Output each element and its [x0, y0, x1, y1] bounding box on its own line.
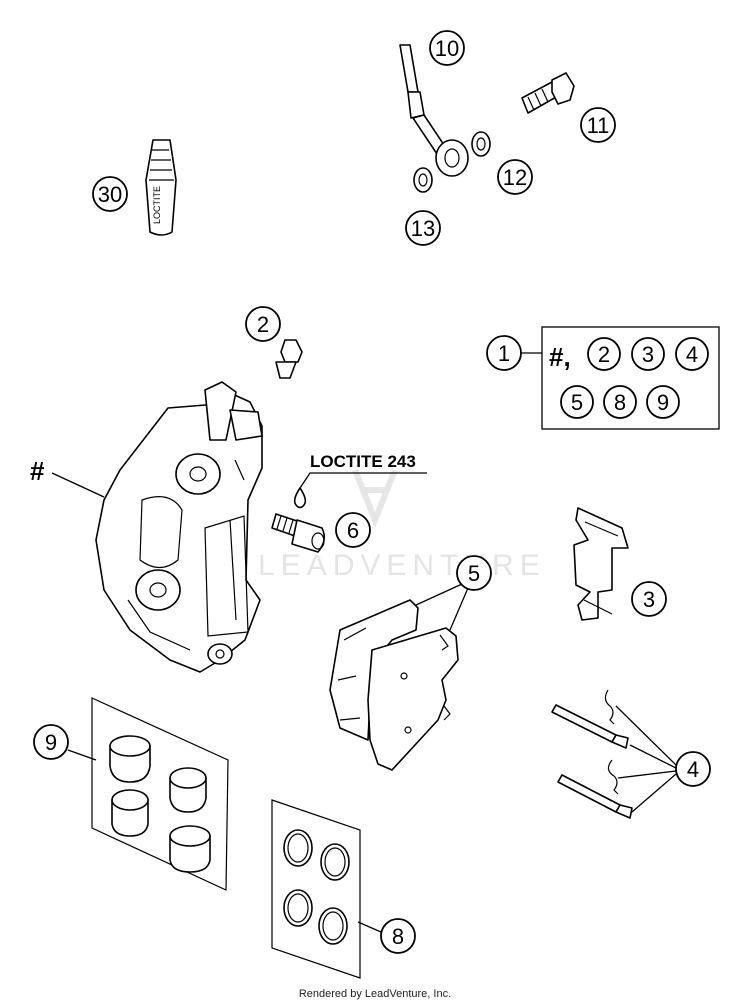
callout-13[interactable]: 13 [405, 210, 441, 246]
brake-line-assembly [399, 44, 469, 177]
callout-8[interactable]: 8 [357, 918, 416, 954]
piston [169, 767, 207, 813]
svg-text:2: 2 [598, 342, 610, 367]
svg-text:10: 10 [435, 36, 459, 61]
brake-pads [329, 599, 459, 771]
svg-text:5: 5 [571, 390, 583, 415]
washer-lower [413, 167, 433, 193]
svg-text:5: 5 [468, 561, 480, 586]
callout-2[interactable]: 2 [245, 306, 281, 342]
svg-text:9: 9 [45, 730, 57, 755]
pad-spring [573, 507, 629, 621]
piston [109, 735, 151, 783]
banjo-bolt [521, 72, 575, 114]
piston [169, 825, 211, 873]
kit-item-8: 8 [603, 385, 637, 419]
svg-text:3: 3 [642, 342, 654, 367]
svg-text:11: 11 [587, 113, 610, 138]
loctite-tube-label: LOCTITE [152, 186, 162, 224]
pad-pin-lower [557, 759, 633, 819]
callout-5[interactable]: 5 [415, 555, 492, 631]
kit-item-2: 2 [587, 337, 621, 371]
kit-item-9: 9 [646, 385, 680, 419]
caliper-hash-label: # [30, 456, 105, 498]
socket-head-screw [271, 513, 326, 553]
washer-upper [471, 131, 491, 157]
callout-12[interactable]: 12 [497, 159, 533, 195]
callout-9[interactable]: 9 [33, 724, 97, 761]
seal-ring [320, 843, 350, 881]
watermark: LEADVENTURE [258, 468, 546, 582]
loctite-243-note: LOCTITE 243 [293, 452, 427, 509]
repair-kit-box: #, 2 3 4 5 8 9 [521, 326, 720, 430]
pad-pin-upper [551, 689, 629, 749]
svg-text:13: 13 [411, 216, 435, 241]
callout-11[interactable]: 11 [580, 107, 616, 143]
loctite-tube: LOCTITE [145, 139, 177, 236]
piston-set [91, 697, 229, 891]
piston [111, 789, 149, 837]
svg-text:8: 8 [614, 390, 626, 415]
seal-ring [283, 889, 313, 927]
svg-text:30: 30 [98, 182, 122, 207]
seal-set [271, 799, 361, 979]
kit-hash-label: #, [549, 342, 571, 372]
svg-text:4: 4 [687, 757, 699, 782]
kit-item-3: 3 [631, 337, 665, 371]
svg-text:#: # [30, 456, 45, 486]
seal-ring [283, 829, 313, 867]
svg-text:8: 8 [392, 924, 404, 949]
svg-text:9: 9 [657, 390, 669, 415]
svg-text:4: 4 [686, 342, 698, 367]
kit-item-5: 5 [560, 385, 594, 419]
bleeder-valve [275, 339, 303, 379]
callout-3[interactable]: 3 [631, 581, 667, 617]
svg-text:3: 3 [643, 587, 655, 612]
svg-text:6: 6 [347, 518, 359, 543]
callout-6[interactable]: 6 [335, 512, 371, 548]
seal-ring [318, 907, 348, 945]
callout-4[interactable]: 4 [615, 705, 711, 813]
brake-caliper [95, 381, 263, 673]
watermark-text: LEADVENTURE [258, 549, 546, 582]
svg-text:1: 1 [498, 341, 510, 366]
callout-1[interactable]: 1 [486, 335, 522, 371]
kit-item-4: 4 [675, 337, 709, 371]
callout-10[interactable]: 10 [429, 30, 465, 66]
svg-text:12: 12 [503, 165, 527, 190]
footer-credit: Rendered by LeadVenture, Inc. [298, 988, 452, 1000]
svg-text:2: 2 [257, 312, 269, 337]
loctite-243-label: LOCTITE 243 [310, 452, 416, 471]
callout-30[interactable]: 30 [92, 176, 128, 212]
